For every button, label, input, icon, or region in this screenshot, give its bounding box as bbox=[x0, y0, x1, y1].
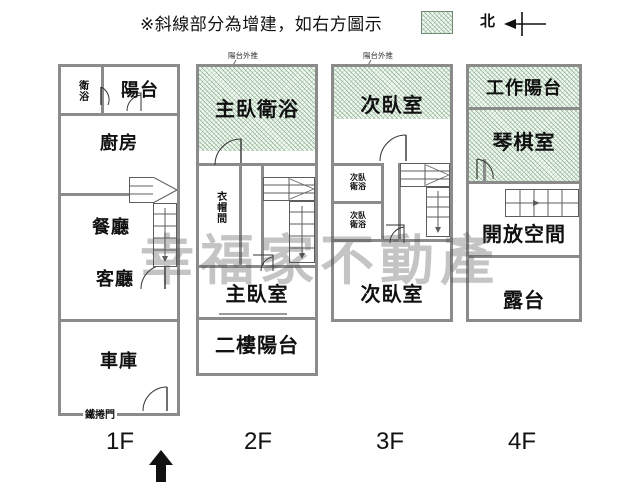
floorplan-3f: 次臥室 次臥 衛浴 次臥 衛浴 次臥室 bbox=[331, 64, 453, 322]
floor-caption-1f: 1F bbox=[106, 428, 135, 455]
door-balcony bbox=[119, 91, 143, 115]
room-label-second-bedroom-upper: 次臥室 bbox=[360, 92, 424, 117]
room-label-terrace: 露台 bbox=[503, 287, 545, 312]
door-second-bedroom-upper bbox=[378, 133, 414, 163]
room-label-second-bedroom-bathroom-1: 次臥 衛浴 bbox=[350, 172, 366, 191]
hatched-area-3f bbox=[334, 67, 450, 119]
legend-note-text: ※斜線部分為增建，如右方圖示 bbox=[140, 14, 383, 35]
door-second-floor-balcony bbox=[219, 311, 289, 321]
up-arrow-icon bbox=[149, 450, 173, 482]
room-label-living-room: 客廳 bbox=[96, 268, 134, 290]
door-bathroom bbox=[97, 85, 111, 111]
stair-1f-landing bbox=[153, 177, 177, 203]
room-label-dining-room: 餐廳 bbox=[92, 216, 130, 238]
hatched-extension-swatch bbox=[421, 11, 453, 34]
room-label-open-space: 開放空間 bbox=[482, 221, 566, 246]
room-label-work-balcony: 工作陽台 bbox=[486, 77, 562, 99]
room-label-second-bedroom-lower: 次臥室 bbox=[360, 281, 424, 306]
room-label-balcony: 陽台 bbox=[121, 79, 159, 101]
door-music-chess-room bbox=[475, 157, 497, 183]
stair-3f-flight bbox=[426, 187, 450, 237]
floor-caption-3f: 3F bbox=[376, 428, 405, 455]
stair-2f-flight bbox=[289, 201, 315, 263]
room-label-garage: 車庫 bbox=[100, 350, 138, 372]
door-master-bathroom bbox=[213, 137, 245, 167]
door-garage bbox=[141, 385, 171, 415]
room-label-second-bedroom-bathroom-2: 次臥 衛浴 bbox=[350, 210, 366, 229]
floorplan-4f: 工作陽台 琴棋室 開放空間 露台 bbox=[466, 64, 582, 322]
room-label-master-bedroom: 主臥室 bbox=[225, 281, 289, 306]
floorplan-2f: 主臥衛浴 衣帽間 主臥室 二樓陽台 bbox=[196, 64, 318, 376]
room-label-bathroom: 衛浴 bbox=[76, 80, 88, 102]
compass-label: 北 bbox=[480, 12, 496, 30]
room-label-rolling-door: 鐵捲門 bbox=[83, 406, 117, 421]
room-label-music-chess-room: 琴棋室 bbox=[492, 129, 556, 154]
room-label-master-bathroom: 主臥衛浴 bbox=[215, 96, 299, 121]
north-arrow-icon bbox=[504, 12, 546, 36]
stair-3f-landing bbox=[400, 163, 450, 187]
compass-north-indicator: 北 bbox=[480, 10, 552, 38]
room-label-walk-in-closet: 衣帽間 bbox=[214, 190, 226, 224]
room-label-kitchen: 廚房 bbox=[100, 132, 138, 154]
annotation-3f-balcony-extension: 陽台外推 bbox=[363, 51, 393, 60]
room-label-second-floor-balcony: 二樓陽台 bbox=[215, 332, 299, 357]
stair-4f bbox=[505, 189, 579, 217]
hatched-area-2f bbox=[199, 67, 315, 151]
stair-2f-landing bbox=[263, 177, 315, 201]
floor-caption-4f: 4F bbox=[508, 428, 537, 455]
hatched-area-4f bbox=[469, 67, 579, 181]
door-second-bedroom-lower bbox=[384, 223, 418, 247]
floorplan-1f: 衛浴 陽台 廚房 餐廳 客廳 車庫 鐵捲門 bbox=[58, 64, 180, 421]
door-master-bedroom bbox=[251, 253, 287, 275]
floor-caption-2f: 2F bbox=[244, 428, 273, 455]
annotation-2f-balcony-extension: 陽台外推 bbox=[228, 51, 258, 60]
legend-note: ※斜線部分為增建，如右方圖示 bbox=[140, 8, 460, 36]
stair-1f-flight bbox=[153, 203, 177, 267]
hatch-fill bbox=[422, 12, 452, 33]
